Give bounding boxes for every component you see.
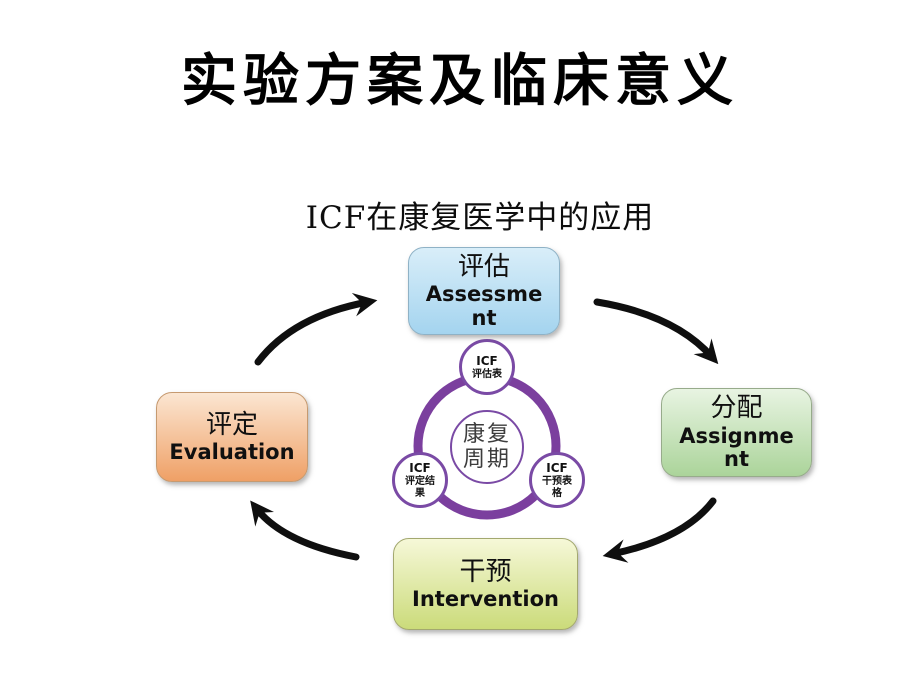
assessment-box: 评估 Assessme nt (408, 247, 560, 335)
evaluation-label-en: Evaluation (169, 439, 295, 464)
diagram-caption: ICF在康复医学中的应用 (305, 200, 655, 236)
satellite-label: ICF (476, 353, 498, 368)
rehab-cycle-center-circle: 康复 周期 (450, 410, 524, 484)
assignment-en-line2: nt (724, 447, 749, 472)
arrow-assignment-to-intervention-icon (602, 497, 717, 563)
intervention-box: 干预 Intervention (393, 538, 578, 630)
assignment-label-zh: 分配 (710, 393, 763, 424)
satellite-label-zh: 评定结 (405, 476, 435, 487)
satellite-label: ICF (409, 461, 431, 475)
intervention-label-en: Intervention (412, 586, 559, 611)
assessment-en-line2: nt (471, 305, 497, 330)
icf-intervention-form-circle: ICF 干预表 格 (529, 452, 585, 508)
icf-assessment-form-circle: ICF 评估表 (459, 339, 515, 395)
satellite-label-zh: 干预表 (542, 476, 572, 487)
intervention-label-zh: 干预 (459, 556, 512, 587)
satellite-label-zh: 评估表 (472, 368, 502, 380)
satellite-label-zh2: 果 (415, 487, 425, 499)
center-label-line2: 周期 (462, 447, 511, 472)
assessment-label-zh: 评估 (457, 251, 510, 282)
evaluation-label-zh: 评定 (205, 409, 258, 440)
arrow-evaluation-to-assessment-icon (254, 292, 378, 366)
assignment-label-en: Assignme nt (679, 423, 794, 472)
icf-evaluation-result-circle: ICF 评定结 果 (392, 452, 448, 508)
satellite-label: ICF (546, 461, 568, 475)
arrow-intervention-to-evaluation-icon (250, 500, 360, 561)
assessment-en-line1: Assessme (425, 282, 543, 307)
center-label-line1: 康复 (462, 421, 511, 447)
satellite-label-zh2: 格 (552, 487, 562, 499)
assignment-en-line1: Assignme (679, 423, 794, 448)
assignment-box: 分配 Assignme nt (661, 388, 812, 477)
arrow-assessment-to-assignment-icon (593, 298, 719, 365)
slide-title: 实验方案及临床意义 (181, 49, 739, 114)
assessment-label-en: Assessme nt (426, 283, 543, 330)
evaluation-box: 评定 Evaluation (156, 392, 308, 482)
